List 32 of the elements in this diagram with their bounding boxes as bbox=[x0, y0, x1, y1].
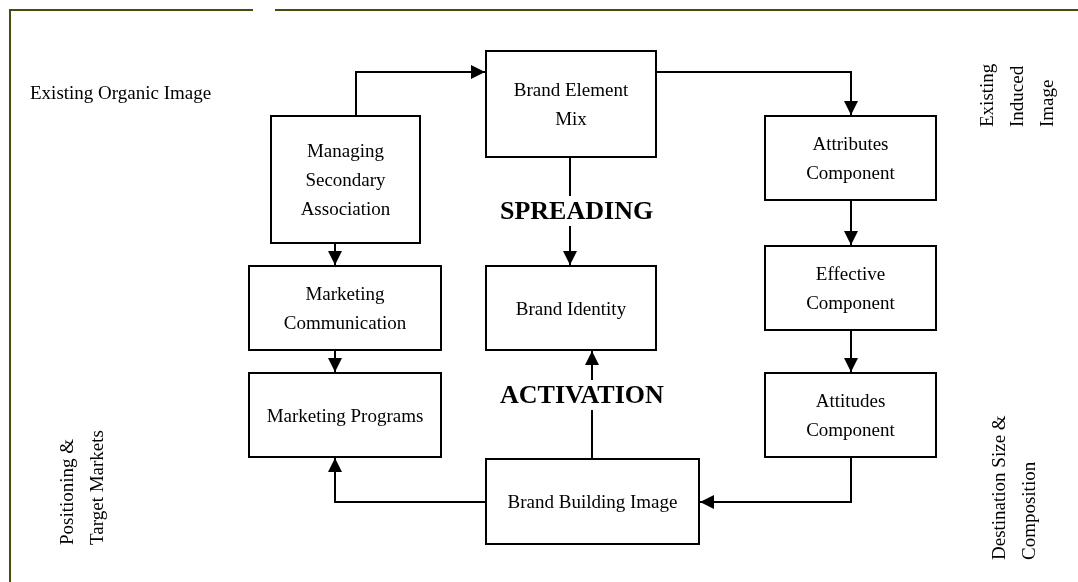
arrow bbox=[328, 243, 342, 266]
image-label: Existing Organic Image bbox=[30, 81, 213, 105]
process-label: SPREADING bbox=[500, 196, 654, 226]
box-label: Marketing Communication bbox=[282, 282, 408, 335]
process-box bbox=[764, 115, 937, 201]
arrow bbox=[844, 200, 858, 246]
process-label: ACTIVATION bbox=[500, 380, 664, 410]
process-box bbox=[485, 458, 700, 545]
arrow bbox=[328, 350, 342, 373]
box-label: Attitudes Component bbox=[805, 389, 896, 442]
arrow bbox=[355, 65, 486, 116]
box-label: Attributes Component bbox=[805, 132, 896, 185]
market-label: Positioning & Target Markets bbox=[55, 429, 108, 545]
process-box bbox=[248, 265, 442, 351]
image-label: Existing Induced Image bbox=[975, 62, 1058, 127]
arrow bbox=[699, 457, 852, 509]
box-label: Brand Element Mix bbox=[512, 78, 630, 131]
process-box bbox=[764, 245, 937, 331]
arrow bbox=[844, 330, 858, 373]
process-box bbox=[270, 115, 421, 244]
process-box bbox=[248, 372, 442, 458]
destination-label: Destination Size & Composition bbox=[987, 414, 1040, 560]
process-box bbox=[764, 372, 937, 458]
box-label: Effective Component bbox=[805, 262, 896, 315]
box-label: Brand Identity bbox=[515, 296, 627, 321]
box-label: Managing Secondary Association bbox=[299, 139, 392, 221]
arrow bbox=[656, 71, 858, 116]
process-box bbox=[485, 50, 657, 158]
arrow bbox=[328, 457, 486, 503]
process-box bbox=[485, 265, 657, 351]
box-label: Marketing Programs bbox=[266, 403, 424, 428]
box-label: Brand Building Image bbox=[507, 490, 678, 514]
